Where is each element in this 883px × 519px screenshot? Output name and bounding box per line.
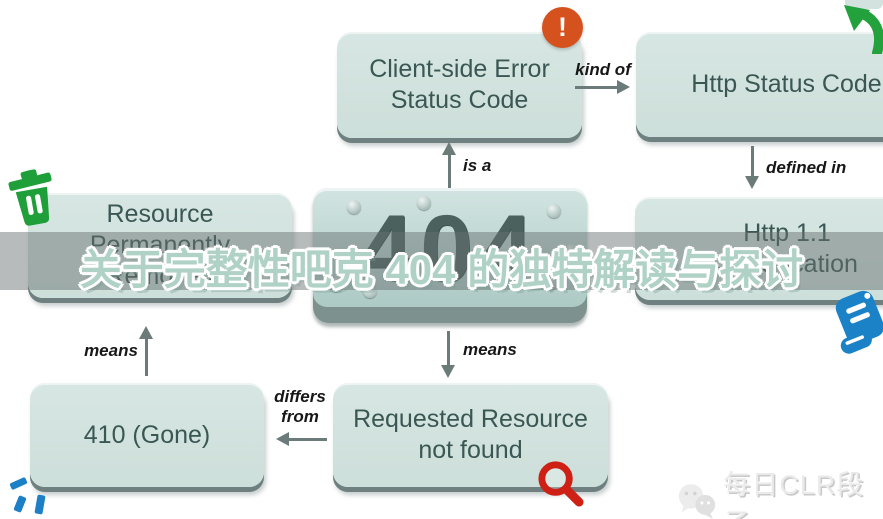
- overlay-title: 关于完整性吧克 404 的独特解读与探讨: [79, 246, 804, 293]
- document-scroll-icon: [835, 290, 883, 354]
- curved-arrow-icon: [844, 5, 883, 54]
- arrow-down-icon: [745, 176, 759, 189]
- arrow-up-icon: [442, 142, 456, 155]
- rivet-icon: [565, 244, 579, 258]
- node-label: 410 (Gone): [83, 420, 211, 449]
- arrow-up-icon: [139, 326, 153, 339]
- edge-label-kind-of: kind of: [575, 60, 631, 79]
- edge-label-differs-from: differs from: [274, 387, 326, 427]
- rivet-icon: [547, 204, 561, 218]
- wechat-icon: [678, 484, 716, 519]
- node-label: Resource Permanently Removed: [89, 200, 231, 290]
- edge-label-means: means: [84, 341, 138, 360]
- edge-label-is-a: is a: [463, 156, 492, 175]
- node-label: Requested Resource not found: [353, 405, 588, 464]
- overlay-band: [0, 232, 883, 290]
- node-label: Client-side Error Status Code: [369, 55, 550, 114]
- node-resource-permanently-removed: Resource Permanently Removed: [28, 193, 292, 298]
- node-label: Http Status Code: [691, 70, 882, 98]
- watermark: 每日CLR段子: [676, 463, 883, 519]
- node-client-side-error: Client-side Error Status Code: [337, 32, 582, 138]
- magnifier-icon: [538, 461, 584, 507]
- edge-label-defined-in: defined in: [766, 158, 847, 177]
- watermark-label: 每日CLR段子: [723, 470, 865, 519]
- arrow-down-icon: [441, 365, 455, 378]
- trash-icon: [8, 168, 52, 226]
- plate-404-text: 404: [360, 196, 540, 302]
- node-label: Http 1.1 Specification: [716, 218, 858, 278]
- rivet-icon: [417, 196, 431, 210]
- node-http-11-specification: Http 1.1 Specification: [635, 197, 883, 300]
- edge-label-means: means: [463, 340, 517, 359]
- arrow-left-icon: [276, 432, 289, 446]
- node-410-gone: 410 (Gone): [30, 383, 264, 487]
- node-http-status-code: Http Status Code: [636, 32, 883, 137]
- exclamation-icon: !: [542, 7, 583, 48]
- corner-decoration: [845, 0, 883, 9]
- rivet-icon: [329, 278, 343, 292]
- node-404-plate: 404: [313, 188, 587, 323]
- rivet-icon: [363, 284, 377, 298]
- rivet-icon: [347, 200, 361, 214]
- arrow-right-icon: [617, 80, 630, 94]
- rivet-icon: [543, 276, 557, 290]
